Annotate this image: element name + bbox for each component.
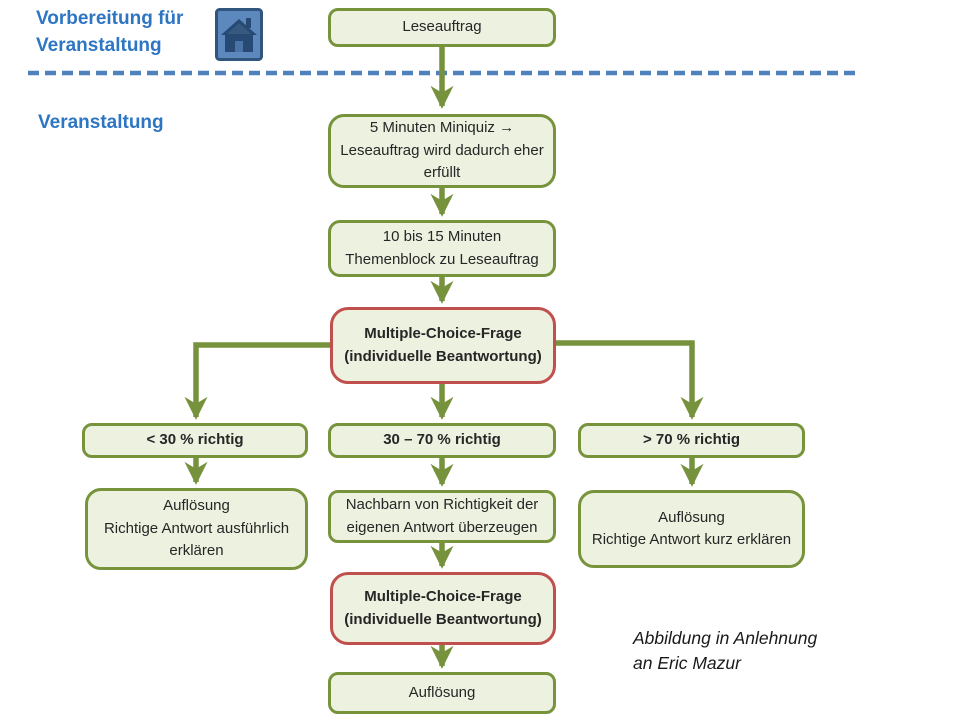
node-aufloesung-links: Auflösung Richtige Antwort ausführlich e…	[85, 488, 308, 570]
node-aufloesung-rechts: Auflösung Richtige Antwort kurz erklären	[578, 490, 805, 568]
node-themenblock: 10 bis 15 Minuten Themenblock zu Leseauf…	[328, 220, 556, 277]
node-leseauftrag: Leseauftrag	[328, 8, 556, 47]
node-ueber-70: > 70 % richtig	[578, 423, 805, 458]
home-icon	[215, 8, 263, 61]
node-mc-frage-2: Multiple-Choice-Frage (individuelle Bean…	[330, 572, 556, 645]
node-30-bis-70: 30 – 70 % richtig	[328, 423, 556, 458]
node-mc-frage-1: Multiple-Choice-Frage (individuelle Bean…	[330, 307, 556, 384]
node-miniquiz: 5 Minuten Miniquiz → Leseauftrag wird da…	[328, 114, 556, 188]
event-heading: Veranstaltung	[38, 112, 164, 133]
node-nachbarn: Nachbarn von Richtigkeit der eigenen Ant…	[328, 490, 556, 543]
arrow-mcfrage-rechts	[556, 340, 704, 420]
arrow-mcfrage-links	[184, 342, 330, 420]
node-aufloesung-ende: Auflösung	[328, 672, 556, 714]
home-button[interactable]	[215, 8, 263, 61]
preparation-heading: Vorbereitung für Veranstaltung	[36, 8, 184, 56]
node-unter-30: < 30 % richtig	[82, 423, 308, 458]
attribution-caption: Abbildung in Anlehnung an Eric Mazur	[633, 628, 818, 674]
